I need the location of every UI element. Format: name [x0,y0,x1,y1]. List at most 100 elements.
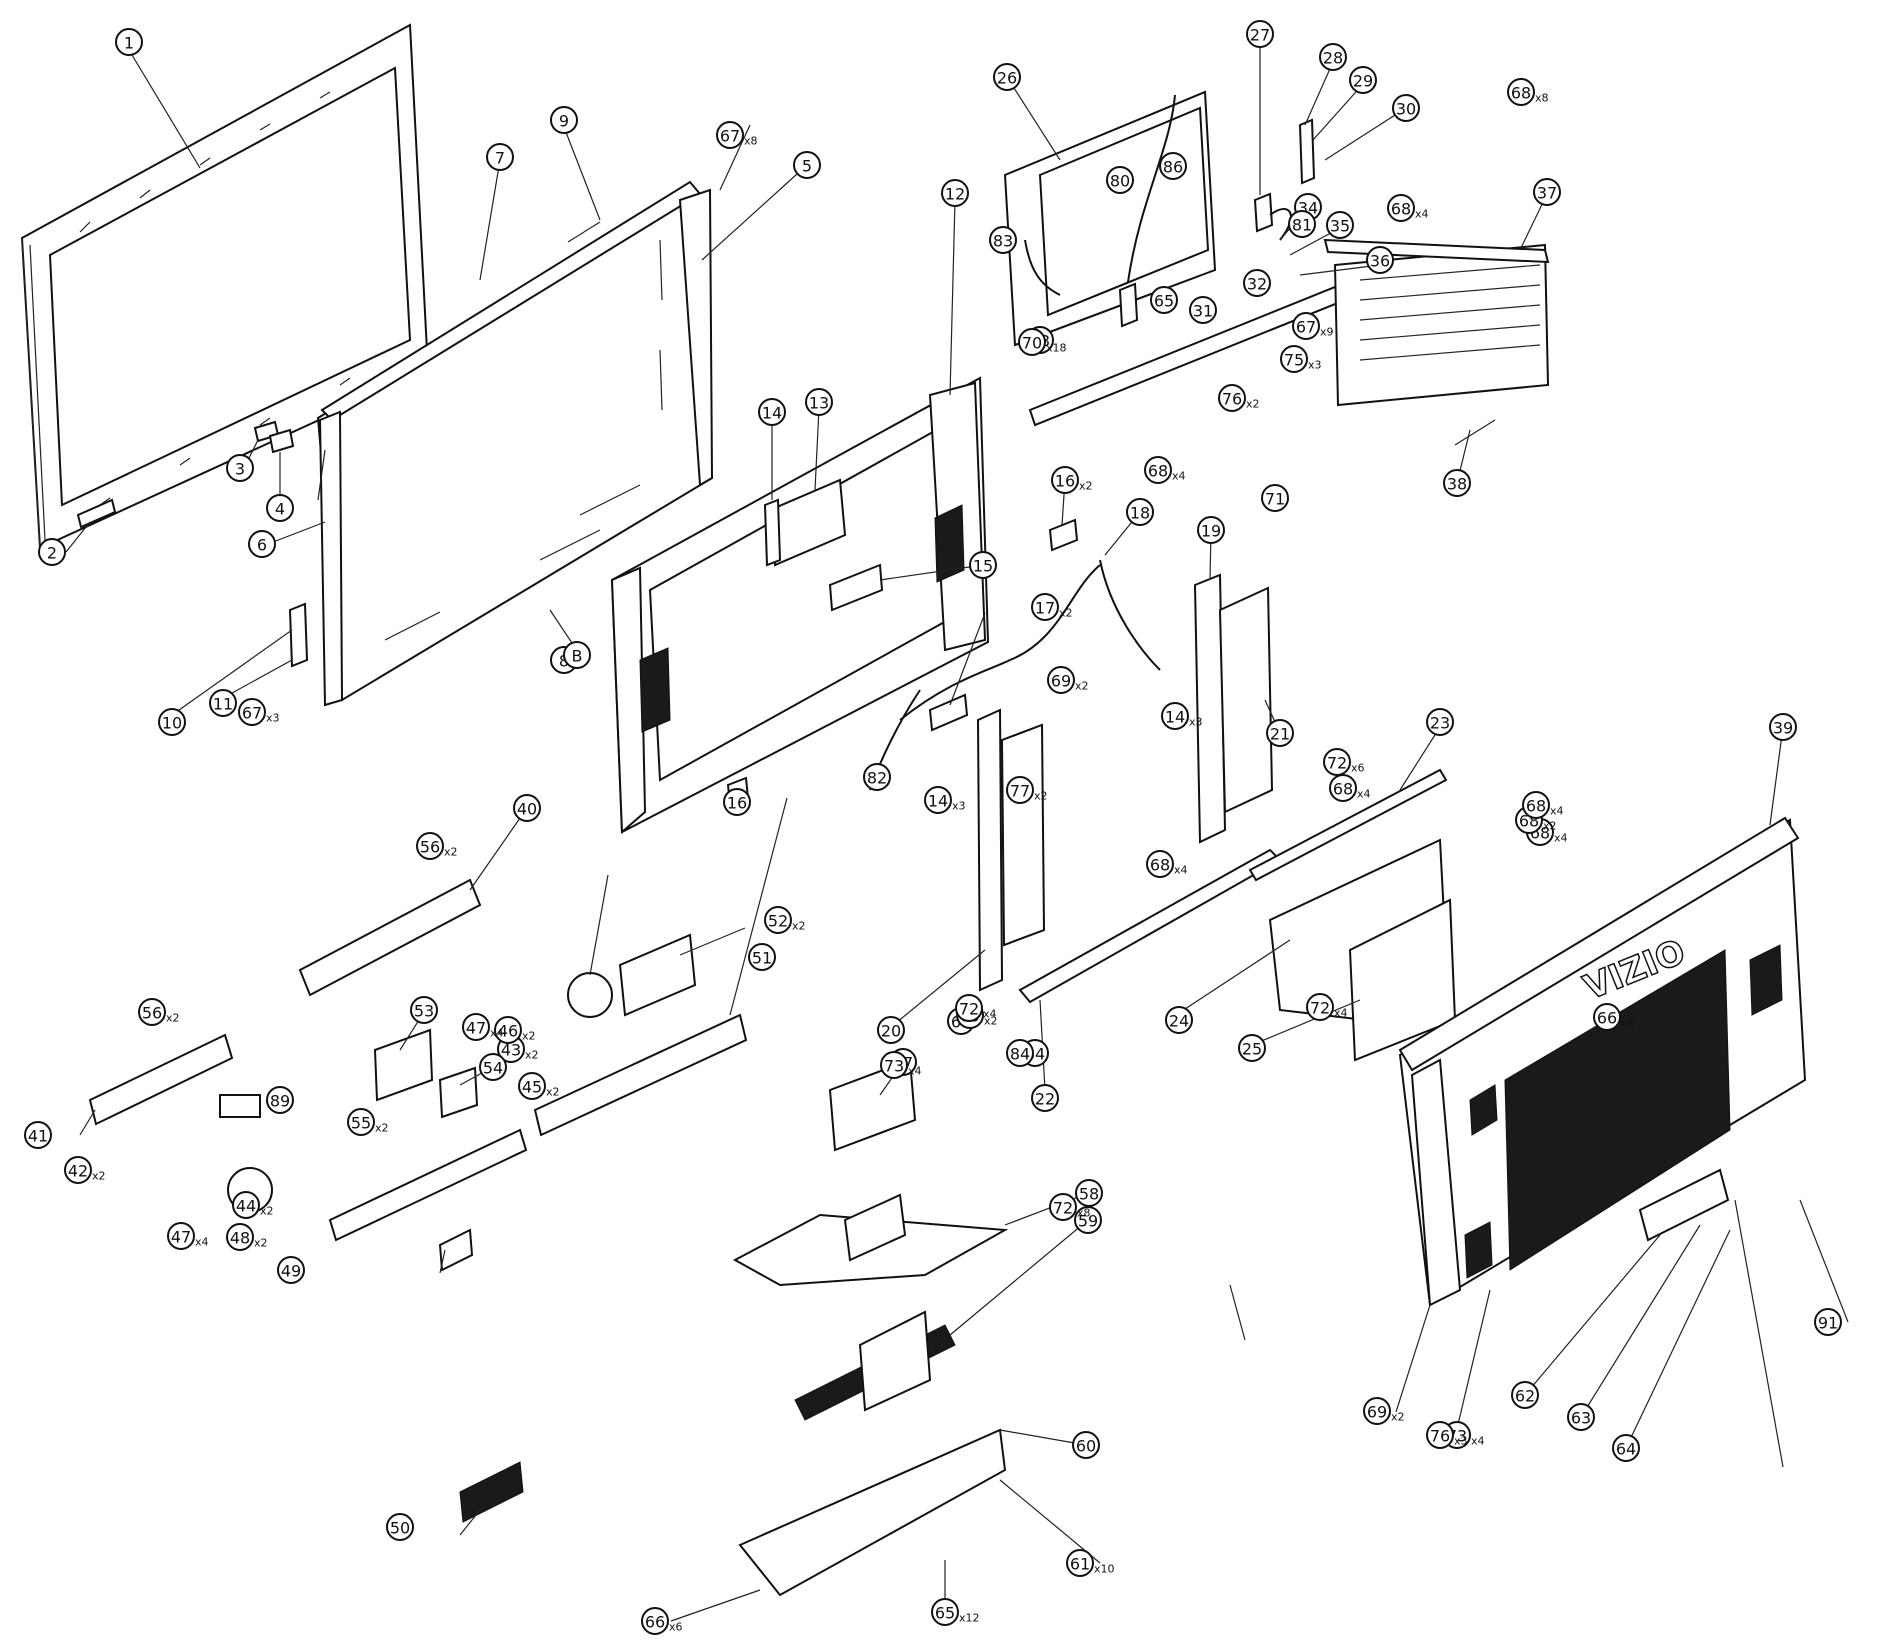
callout-number: 58 [1079,1185,1099,1204]
callout-circle [1189,296,1217,324]
callout-circle [410,996,438,1024]
callout-circle [880,1051,908,1079]
callout-number: 62 [1515,1387,1535,1406]
callout-80: 80 [1106,166,1134,194]
callout-circle [877,1016,905,1044]
callout-number: 2 [47,544,57,563]
part-28 [1298,118,1316,185]
callout-number: 14 [762,404,782,423]
callout-circle [793,151,821,179]
callout-number: 76 [1430,1427,1450,1446]
callout-number: 48 [230,1229,250,1248]
callout-54: 54 [479,1053,507,1081]
callout-64: 64 [1612,1434,1640,1462]
callout-quantity: x2 [1079,480,1093,493]
callout-number: 81 [1292,216,1312,235]
callout-circle [1266,719,1294,747]
callout-86: 86 [1159,152,1187,180]
cable-18 [899,564,1101,721]
callout-number: 80 [1110,172,1130,191]
callout-quantity: x2 [444,846,458,859]
callout-quantity: x8 [744,135,758,148]
callout-number: 25 [1242,1040,1262,1059]
callout-number: 49 [281,1262,301,1281]
callout-number: 72 [959,1000,979,1019]
callout-number: 75 [1284,351,1304,370]
callout-number: 68 [1511,84,1531,103]
callout-number: 32 [1247,275,1267,294]
callout-circle [226,454,254,482]
callout-62: 62 [1511,1381,1539,1409]
callout-quantity: x4 [1172,470,1186,483]
callout-31: 31 [1189,296,1217,324]
callout-circle [931,1598,959,1626]
callout-circle [1387,194,1415,222]
callout-circle [924,786,952,814]
callout-quantity: x4 [983,1008,997,1021]
part-27 [1253,192,1274,233]
callout-circle [1292,312,1320,340]
callout-circle [266,494,294,522]
callout-number: 26 [997,69,1017,88]
callout-83: 83 [989,226,1017,254]
callout-circle [1006,776,1034,804]
part-21 [1218,586,1274,814]
callout-quantity: x3 [952,800,966,813]
callout-number: 53 [414,1002,434,1021]
callout-circle [1280,345,1308,373]
callout-82: 82 [863,763,891,791]
callout-21: 21 [1266,719,1294,747]
callout-81: 81 [1288,210,1316,238]
callout-53: 53 [410,996,438,1024]
front-bezel [20,23,430,550]
callout-circle [1072,1431,1100,1459]
callout-number: 69 [1367,1403,1387,1422]
callout-number: 3 [235,460,245,479]
callout-number: 65 [935,1604,955,1623]
callout-number: 40 [517,800,537,819]
callout-circle [1051,466,1079,494]
callout-4: 4 [266,494,294,522]
callout-number: 68 [1391,200,1411,219]
part-20-board [1000,723,1046,947]
callout-9: 9 [550,106,578,134]
callout-quantity: x12 [959,1612,980,1625]
callout-number: 45 [522,1078,542,1097]
callout-number: 21 [1270,725,1290,744]
callout-number: 22 [1035,1090,1055,1109]
callout-number: 24 [1169,1012,1189,1031]
callout-quantity: x4 [908,1065,922,1078]
callout-quantity: x2 [166,1012,180,1025]
callout-22: 22 [1031,1084,1059,1112]
callout-number: 56 [142,1004,162,1023]
part-15 [828,563,884,612]
callout-number: 67 [1296,318,1316,337]
part-20 [976,708,1004,992]
part-14 [763,498,782,567]
callout-circle [1323,748,1351,776]
callout-quantity: x3 [1308,359,1322,372]
callout-circle [1426,708,1454,736]
callout-circle [1161,702,1189,730]
callout-circle [1159,152,1187,180]
callout-circle [209,689,237,717]
part-17 [928,693,969,732]
callout-quantity: x6 [669,1621,683,1634]
callout-number: 61 [1070,1555,1090,1574]
callout-circle [1106,166,1134,194]
callout-number: 55 [351,1114,371,1133]
callout-91: 91 [1814,1308,1842,1336]
callout-quantity: x4 [1415,208,1429,221]
